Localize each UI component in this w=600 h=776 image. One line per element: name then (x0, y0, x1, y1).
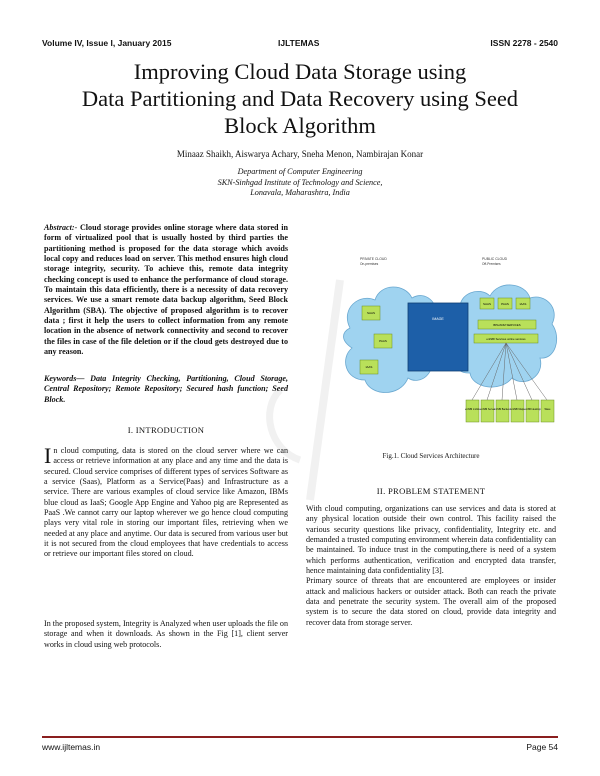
abstract-text: Cloud storage provides online storage wh… (44, 223, 288, 357)
saas-box-right (479, 297, 495, 310)
center-image-block (407, 302, 469, 372)
svg-text:entSBI Services online service: entSBI Services online services (486, 337, 526, 341)
svg-text:SAAS: SAAS (483, 302, 491, 306)
private-cloud-label: PRIVATE CLOUD (360, 257, 387, 261)
svg-text:PAAS: PAAS (501, 302, 509, 306)
section-heading-problem-statement: II. PROBLEM STATEMENT (376, 486, 486, 496)
center-label: IMAGE (432, 317, 444, 321)
svg-text:Wave: Wave (544, 408, 551, 411)
page-number: Page 54 (526, 742, 558, 752)
footer-rule (42, 736, 558, 738)
watermark-logo (266, 279, 344, 501)
svg-text:BPA/ANM SERVICES: BPA/ANM SERVICES (493, 323, 520, 327)
connector-lines (471, 342, 548, 401)
private-cloud-sublabel: On-premises (360, 262, 379, 266)
paas-box-left (373, 333, 393, 349)
abstract: Abstract:- Cloud storage provides online… (44, 223, 288, 357)
public-cloud-sublabel: Off-Premises (482, 262, 501, 266)
keywords: Keywords— Data Integrity Checking, Parti… (44, 374, 288, 405)
problem-statement: With cloud computing, organizations can … (306, 504, 556, 628)
authors: Minaaz Shaikh, Aiswarya Achary, Sneha Me… (176, 149, 424, 159)
affiliation: Department of Computer Engineering SKN-S… (217, 167, 383, 197)
saas-box-left (361, 305, 381, 321)
problem-paragraph-1: With cloud computing, organizations can … (306, 504, 556, 576)
problem-paragraph-2: Primary source of threats that are encou… (306, 576, 556, 627)
abstract-label: Abstract:- (44, 223, 78, 232)
keywords-label: Keywords— (44, 374, 85, 383)
svg-text:entSBI mobile: entSBI mobile (465, 408, 481, 411)
keywords-text: Data Integrity Checking, Partitioning, C… (44, 374, 288, 404)
volume-info: Volume IV, Issue I, January 2015 (42, 38, 172, 48)
paper-title: Improving Cloud Data Storage using Data … (81, 59, 519, 138)
drop-cap: I (44, 443, 52, 468)
bpa-services-box (477, 319, 537, 330)
introduction-paragraph-2: In the proposed system, Integrity is Ana… (44, 619, 288, 649)
svg-text:entSBI Maps: entSBI Maps (511, 408, 525, 411)
svg-text:entSBI Backend: entSBI Backend (494, 408, 512, 411)
client-boxes: entSBI mobile entSBI Server entSBI Backe… (465, 399, 555, 423)
figure-caption: Fig.1. Cloud Services Architecture (382, 452, 480, 460)
svg-text:PAAS: PAAS (379, 339, 387, 343)
issn: ISSN 2278 - 2540 (490, 38, 558, 48)
journal-name: IJLTEMAS (278, 38, 320, 48)
iaas-box-left (359, 359, 379, 375)
svg-text:IAAS: IAAS (520, 302, 527, 306)
cloud-architecture-figure: IMAGE PRIVATE CLOUD On-premises PUBLIC C… (343, 257, 557, 423)
paas-box-right (497, 297, 513, 310)
svg-text:SAAS: SAAS (367, 311, 375, 315)
iaas-box-right (515, 297, 531, 310)
svg-text:IAAS: IAAS (366, 365, 373, 369)
section-heading-introduction: I. INTRODUCTION (127, 425, 205, 435)
public-cloud-label: PUBLIC CLOUD (482, 257, 508, 261)
svg-text:entSBI desktop: entSBI desktop (524, 408, 541, 411)
footer-url: www.ijltemas.in (42, 742, 101, 752)
svg-text:entSBI Server: entSBI Server (480, 408, 495, 411)
page-header: Volume IV, Issue I, January 2015 IJLTEMA… (42, 38, 558, 52)
